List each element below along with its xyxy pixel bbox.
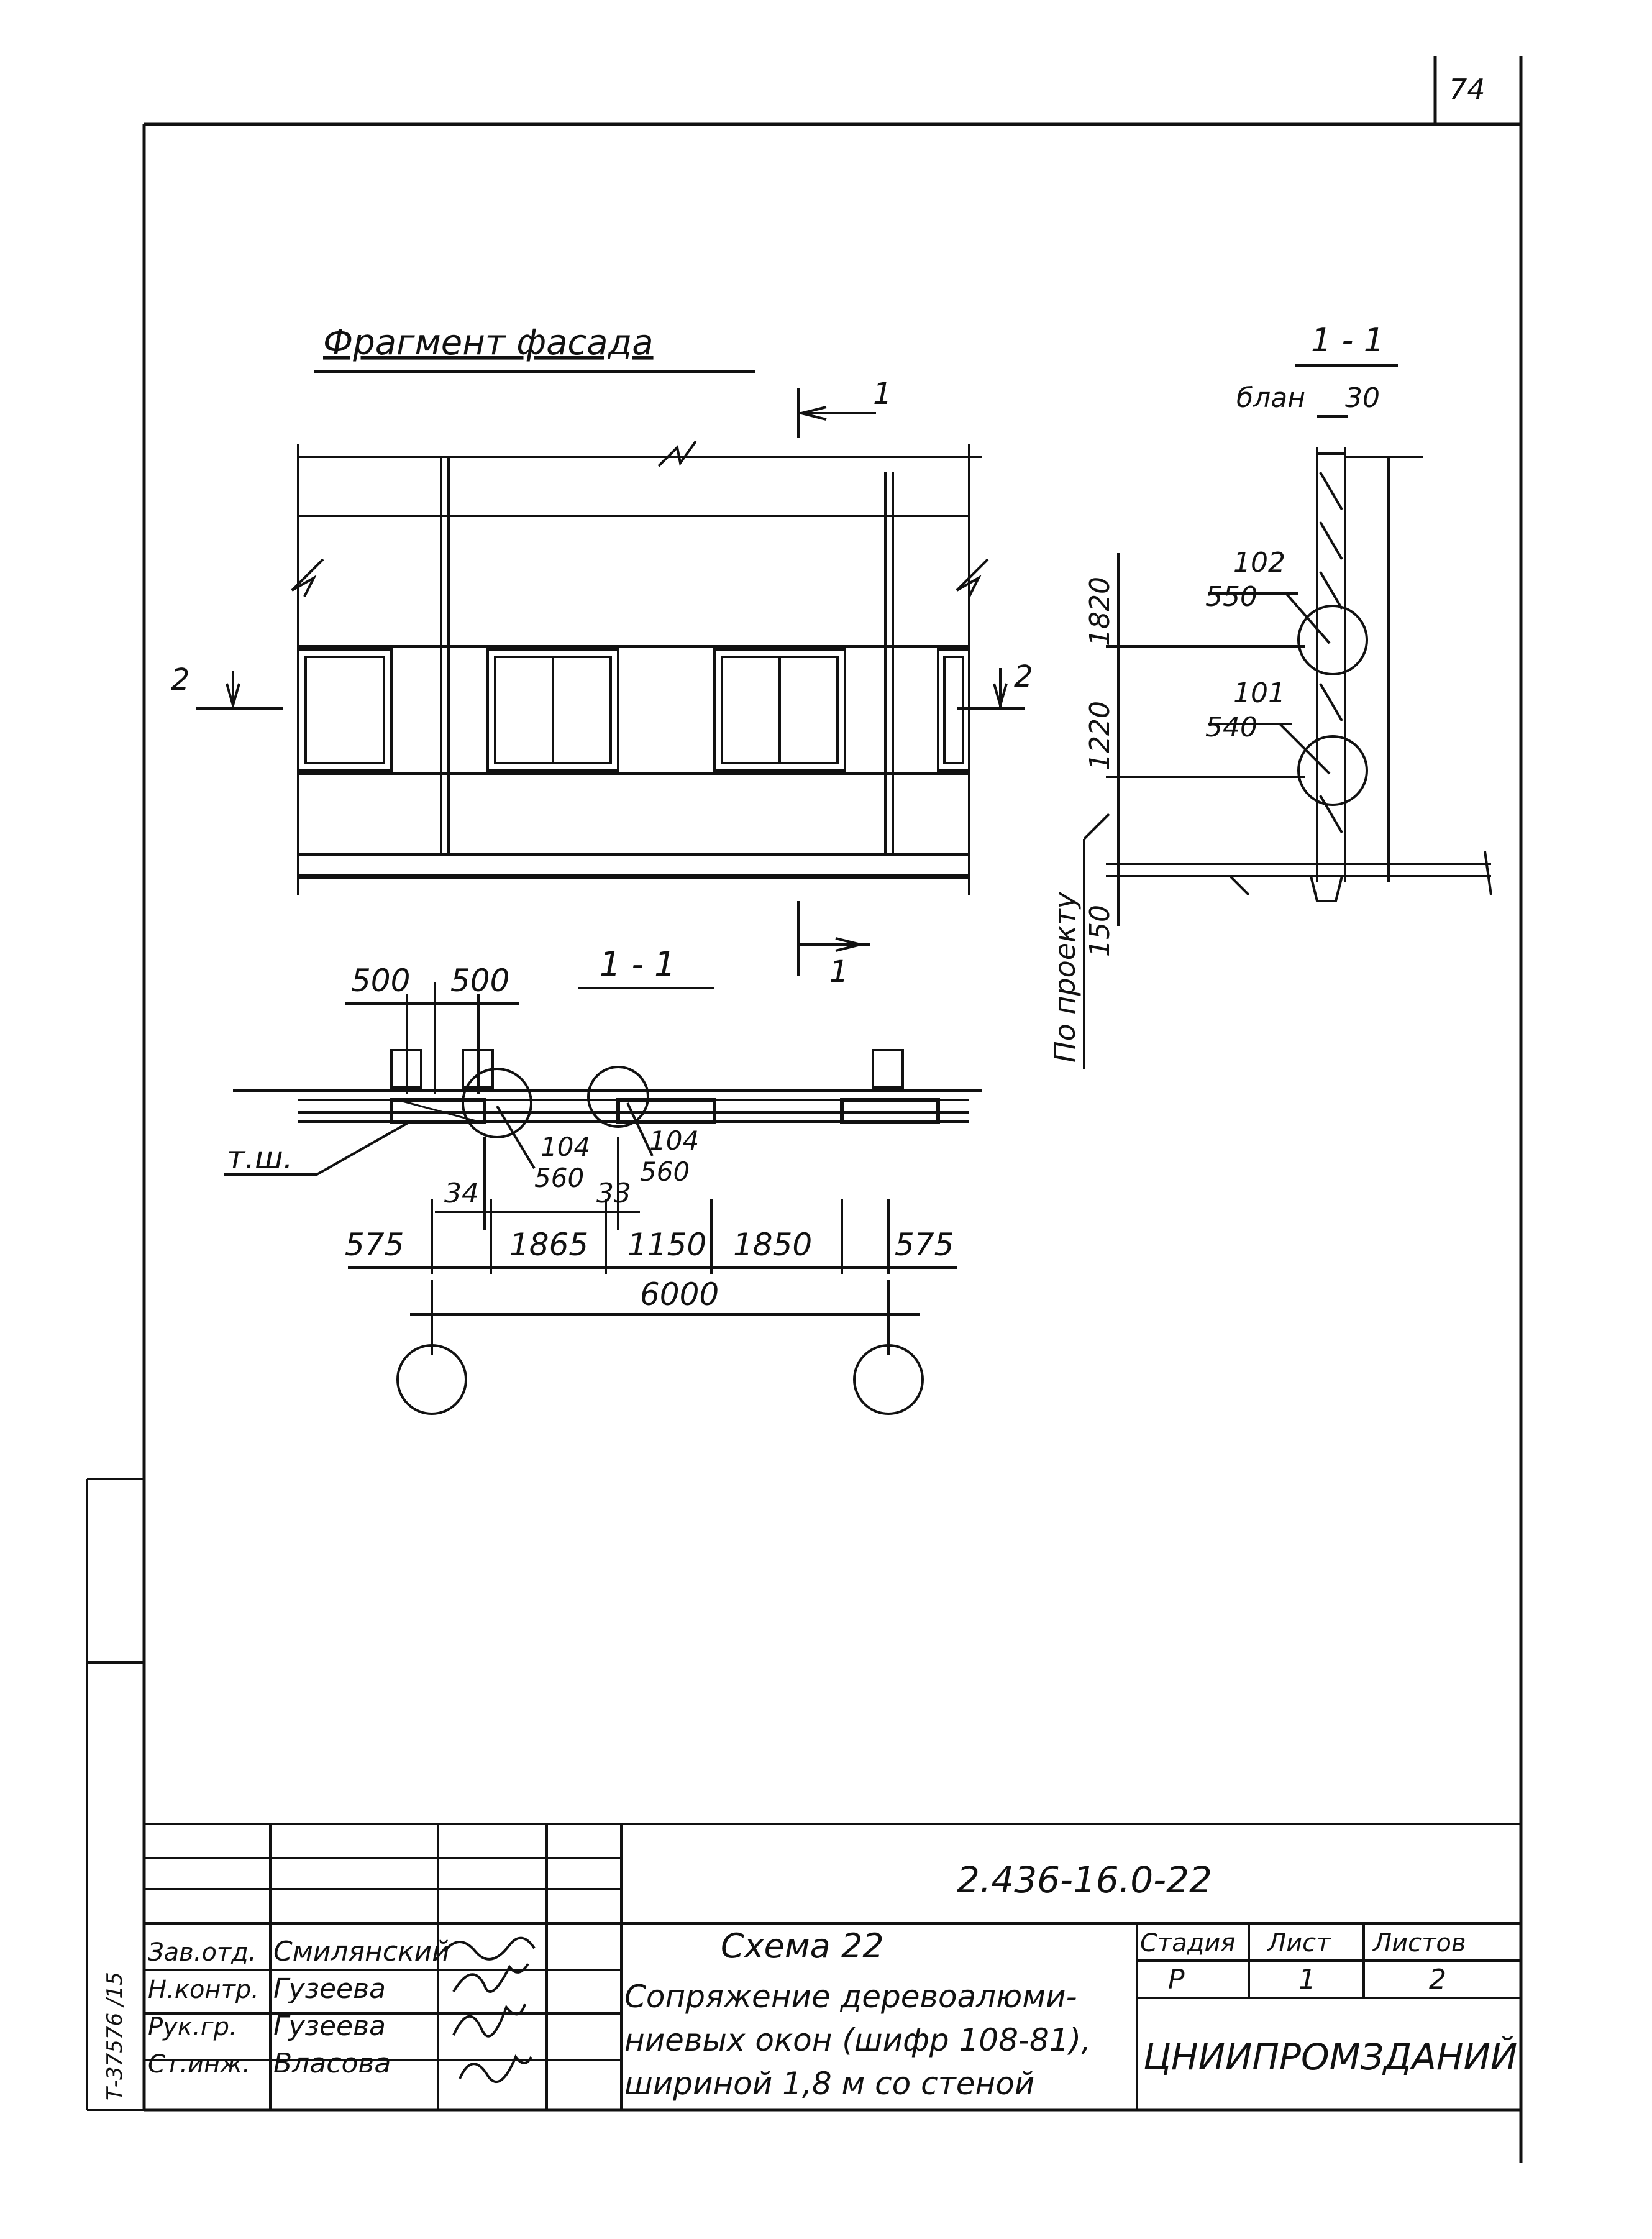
signer-role-4: Ст.инж.	[148, 2050, 250, 2079]
plan-dim-575-left: 575	[345, 1227, 404, 1263]
section-cut-2-right: 2	[1014, 659, 1033, 694]
plan-top-dim-1: 500	[351, 963, 410, 999]
signer-name-4: Власова	[273, 2048, 391, 2079]
plan-top-dim-2: 500	[450, 963, 509, 999]
callout-104-b-top: 104	[649, 1125, 699, 1156]
seal-text: Т-37576 /15	[103, 1972, 127, 2100]
signer-role-1: Зав.отд.	[148, 1938, 257, 1967]
vdim-150: 150	[1084, 905, 1116, 957]
opaque-label: блан	[1236, 382, 1305, 414]
plan-section	[224, 982, 982, 1415]
plan-dim-575-right: 575	[895, 1227, 954, 1263]
po-proektu-label: По проекту	[1048, 891, 1082, 1063]
sheet-frame	[142, 56, 1523, 2163]
plan-dim-1850: 1850	[733, 1227, 812, 1263]
plan-section-label: 1 - 1	[600, 945, 676, 984]
signer-name-2: Гузеева	[273, 1973, 386, 2005]
side-section-label: 1 - 1	[1311, 322, 1384, 359]
callout-540: 540	[1205, 712, 1257, 743]
callout-102: 102	[1233, 547, 1285, 579]
plan-small-dim-34: 34	[444, 1178, 479, 1209]
section-cut-2-left: 2	[171, 662, 190, 697]
facade-title: Фрагмент фасада	[323, 323, 654, 363]
organization-name: ЦНИИПРОМЗДАНИЙ	[1143, 2035, 1517, 2078]
plan-small-dim-33: 33	[596, 1178, 631, 1209]
signer-name-1: Смилянский	[273, 1936, 450, 1967]
tsh-label: т.ш.	[227, 1140, 293, 1176]
sheets-value: 2	[1429, 1964, 1446, 1995]
sheets-header: Листов	[1372, 1929, 1466, 1957]
signer-role-2: Н.контр.	[148, 1976, 259, 2004]
sheet-value: 1	[1298, 1964, 1316, 1995]
callout-104-a-top: 104	[541, 1132, 590, 1162]
section-cut-1-top: 1	[873, 377, 892, 411]
side-section	[1083, 415, 1492, 1069]
stage-header: Стадия	[1140, 1929, 1235, 1957]
stage-value: Р	[1168, 1964, 1185, 1995]
vdim-1820: 1820	[1084, 577, 1116, 646]
callout-104-b-bottom: 560	[640, 1156, 690, 1187]
description-line-3: шириной 1,8 м со стеной	[624, 2066, 1034, 2102]
vdim-1220: 1220	[1084, 701, 1116, 771]
sheet-header: Лист	[1266, 1929, 1331, 1957]
plan-dim-1865: 1865	[509, 1227, 588, 1263]
seal-strip	[86, 1478, 144, 2111]
callout-550: 550	[1205, 581, 1257, 613]
plan-dim-6000: 6000	[640, 1276, 719, 1312]
title-block-grid	[144, 1823, 1521, 2110]
description-line-2: ниевых окон (шифр 108-81),	[624, 2022, 1091, 2058]
facade-fragment	[196, 388, 1025, 976]
page-number: 74	[1449, 73, 1485, 106]
plan-dim-1150: 1150	[627, 1227, 706, 1263]
dim-30: 30	[1345, 382, 1380, 414]
callout-104-a-bottom: 560	[534, 1163, 584, 1193]
plan-panel-hatch	[397, 1099, 479, 1123]
callout-101: 101	[1233, 677, 1285, 709]
document-code: 2.436-16.0-22	[957, 1859, 1212, 1901]
signatures	[443, 1936, 536, 2083]
signer-name-3: Гузеева	[273, 2010, 386, 2042]
scheme-title: Схема 22	[721, 1926, 884, 1966]
description-line-1: Сопряжение деревоалюми-	[624, 1979, 1077, 2015]
signer-role-3: Рук.гр.	[148, 2013, 237, 2041]
section-cut-1-bottom: 1	[829, 955, 849, 989]
